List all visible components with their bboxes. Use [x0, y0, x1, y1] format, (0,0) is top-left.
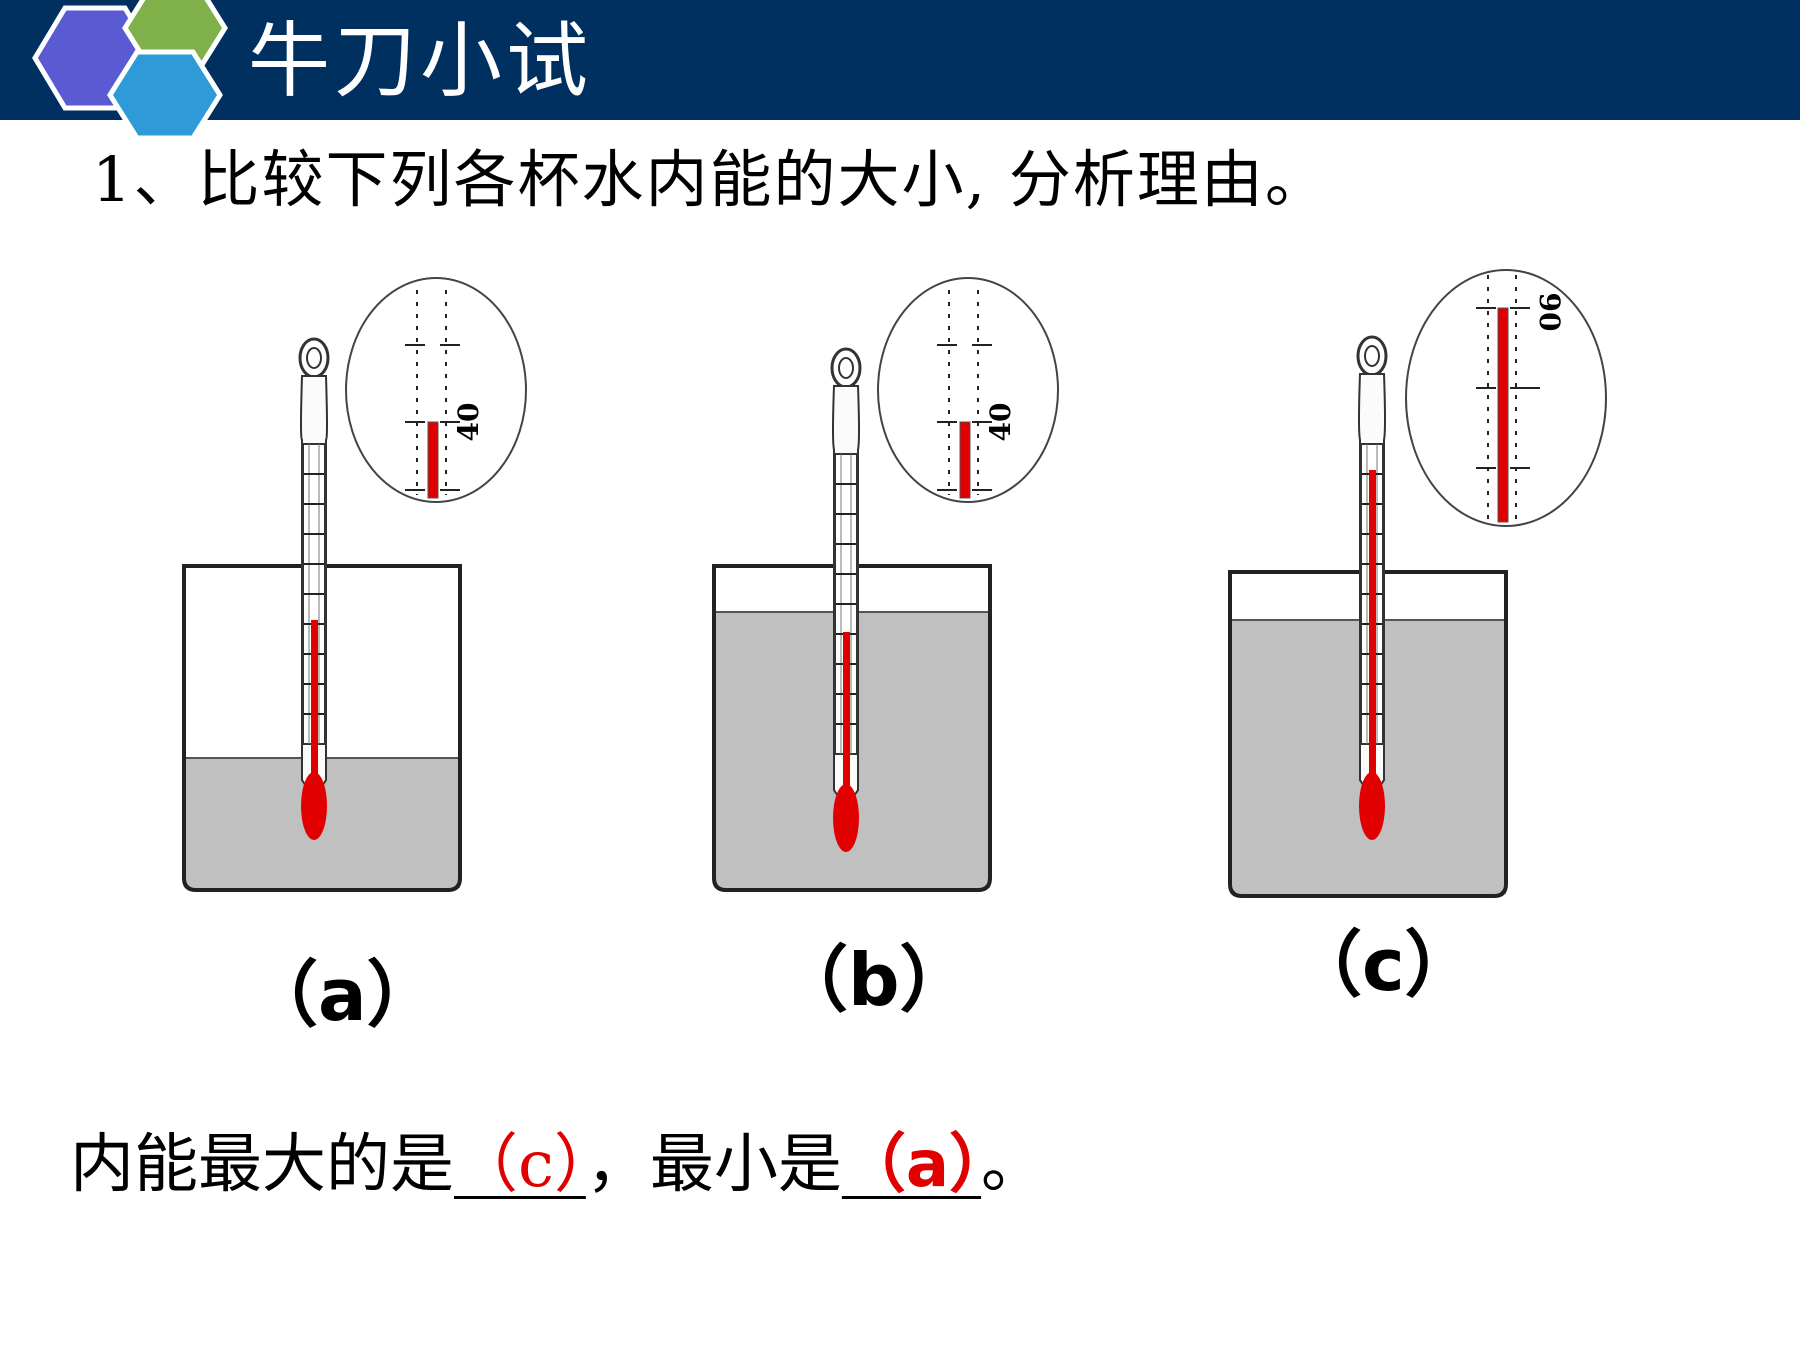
thermometer-a-icon — [298, 337, 330, 840]
magnifier-oval-b-icon: 40 — [877, 277, 1059, 503]
hexagon-logo-icon — [32, 0, 228, 140]
figure-b: 40 — [712, 277, 1059, 892]
mercury-column-a — [311, 620, 318, 785]
thermometer-bulb-a — [301, 772, 327, 840]
figure-a: 40 — [182, 277, 527, 892]
hex-blue — [107, 49, 223, 140]
thermometer-b-icon — [830, 347, 862, 852]
thermometer-bulb-b — [833, 784, 859, 852]
answer-prefix: 内能最大的是 — [70, 1128, 454, 1202]
thermometer-c-icon — [1356, 335, 1388, 840]
zoom-mercury-a — [427, 421, 439, 499]
zoom-tick-label-b: 40 — [984, 403, 1017, 442]
figure-a-label: （a） — [246, 953, 439, 1037]
magnifier-oval-a-icon: 40 — [345, 277, 527, 503]
page-title: 牛刀小试 — [248, 14, 593, 109]
answer-line: 内能最大的是（c），最小是（a）。 — [70, 1120, 1045, 1210]
beaker-c-outline — [1228, 570, 1508, 898]
beaker-a-outline — [182, 564, 462, 892]
beaker-b-outline — [712, 564, 992, 892]
figure-c-label: （c） — [1290, 923, 1477, 1007]
zoom-mercury-b — [959, 421, 971, 499]
mercury-column-c — [1369, 470, 1376, 785]
answer-blank-smallest: （a） — [841, 1128, 982, 1202]
zoom-mercury-c — [1497, 307, 1509, 523]
question-text: 1、比较下列各杯水内能的大小, 分析理由。 — [92, 143, 1329, 216]
mercury-column-b — [843, 632, 850, 797]
header-bar — [0, 0, 1800, 120]
answer-suffix: 。 — [981, 1128, 1046, 1202]
magnifier-oval-c-icon: 90 — [1405, 269, 1607, 527]
answer-blank-largest: （c） — [454, 1128, 586, 1202]
answer-middle: ，最小是 — [585, 1128, 842, 1202]
figure-c: 90 — [1228, 269, 1607, 898]
zoom-tick-label-a: 40 — [452, 403, 485, 442]
thermometer-bulb-c — [1359, 772, 1385, 840]
figure-b-label: （b） — [776, 938, 972, 1022]
zoom-tick-label-c: 90 — [1533, 293, 1566, 332]
